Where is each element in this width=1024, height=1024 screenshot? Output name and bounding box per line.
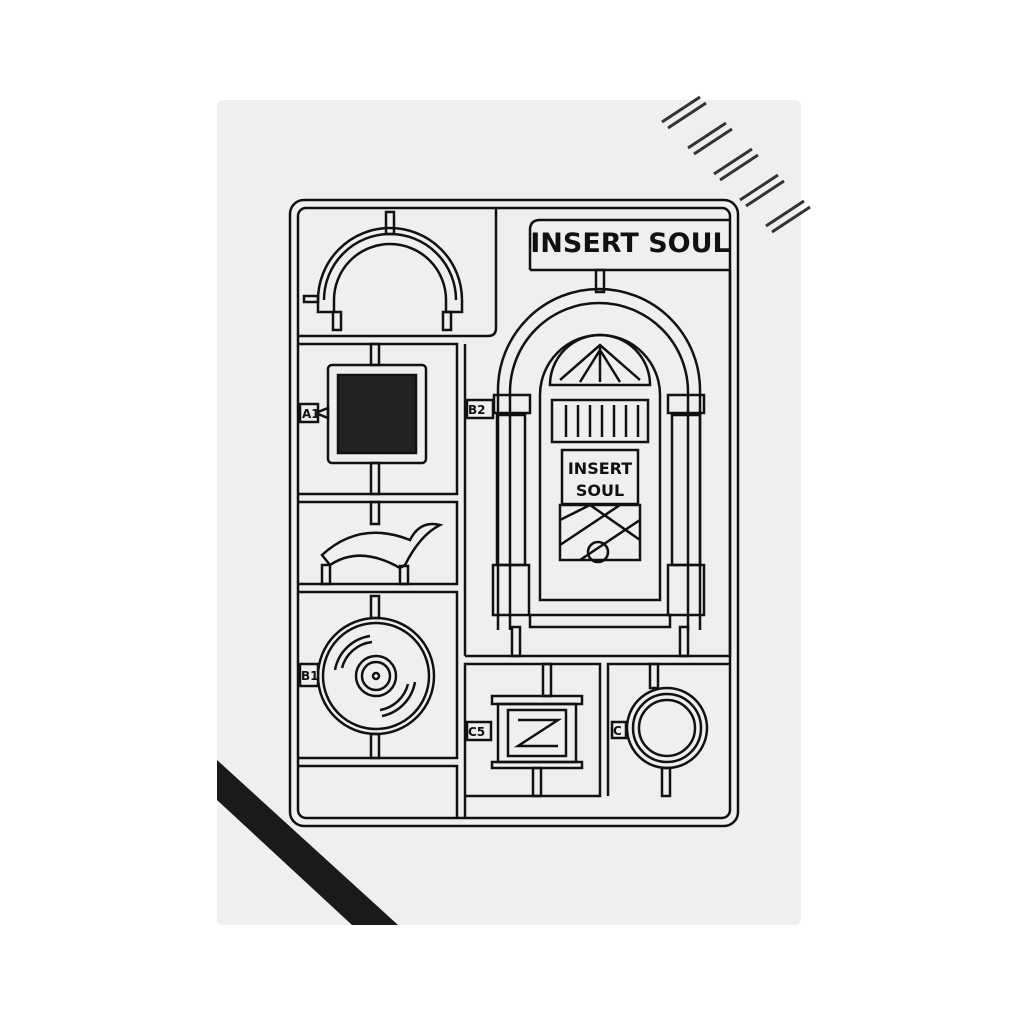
part-label-b2: B2 [468, 403, 486, 417]
jukebox-sign-line1: INSERT [568, 459, 632, 478]
arch-part [302, 210, 464, 332]
model-kit-illustration [288, 198, 740, 828]
elastic-band [217, 760, 398, 925]
spiral-rings [661, 95, 811, 234]
fin-part [320, 500, 444, 586]
part-label-c: C [613, 724, 622, 738]
ring-part [610, 662, 709, 798]
jukebox-sign-line2: SOUL [576, 481, 624, 500]
title-banner: INSERT SOUL [530, 228, 729, 259]
part-label-a1: A1 [302, 407, 320, 421]
part-label-c5: C5 [468, 725, 485, 739]
jukebox-part [465, 268, 706, 658]
speaker-grille-part [298, 342, 428, 496]
vinyl-record-part [298, 594, 436, 760]
cylinder-part [465, 662, 584, 798]
sprue-frame-outer [288, 198, 740, 828]
part-label-b1: B1 [301, 669, 319, 683]
